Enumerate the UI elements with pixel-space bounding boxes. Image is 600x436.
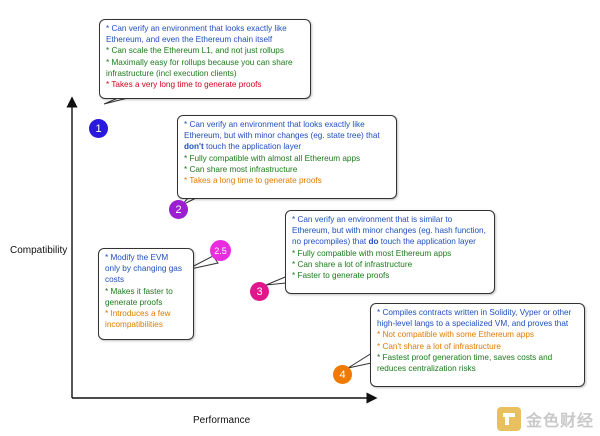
- bubble-4-line: * Compiles contracts written in Solidity…: [377, 308, 572, 317]
- bubble-2-5-line: incompatibilities: [105, 320, 163, 330]
- bubble-3: * Can verify an environment that is simi…: [285, 210, 495, 294]
- bubble-4-line: reduces centralization risks: [377, 364, 476, 374]
- bubble-1: * Can verify an environment that looks e…: [99, 19, 311, 99]
- bubble-1-line: * Can verify an environment that looks e…: [106, 24, 287, 33]
- watermark: 金色财经: [496, 406, 594, 432]
- bubble-2-line: * Can verify an environment that looks e…: [184, 120, 365, 129]
- bold-word: don't: [184, 142, 204, 152]
- bubble-2-5-line: generate proofs: [105, 297, 163, 307]
- bubble-4-line: * Can't share a lot of infrastructure: [377, 341, 501, 351]
- bold-word: do: [368, 237, 379, 247]
- bubble-3-line-rest: touch the application layer: [378, 237, 476, 247]
- bubble-2-line-rest: touch the application layer: [203, 142, 302, 152]
- point-4-marker: 4: [333, 365, 352, 384]
- bubble-2-5: * Modify the EVM only by changing gas co…: [98, 248, 194, 340]
- bubble-4-line: * Not compatible with some Ethereum apps: [377, 330, 535, 340]
- bubble-2-5-line: * Modify the EVM: [105, 253, 169, 262]
- bubble-2-line: * Can share most infrastructure: [184, 164, 298, 174]
- bubble-2-5-line: * Introduces a few: [105, 309, 171, 319]
- bubble-4: * Compiles contracts written in Solidity…: [370, 303, 585, 387]
- bubble-3-line-start: no precompiles) that: [292, 237, 369, 247]
- watermark-logo-icon: [496, 407, 521, 431]
- bubble-2-5-line: only by changing gas: [105, 264, 182, 274]
- bubble-2-5-line: costs: [105, 275, 125, 285]
- x-axis-label: Performance: [193, 415, 251, 426]
- bubble-1-line: * Maximally easy for rollups because you…: [106, 57, 293, 67]
- bubble-2-line: * Takes a long time to generate proofs: [184, 176, 322, 186]
- bubble-1-line: * Takes a very long time to generate pro…: [106, 80, 262, 90]
- bubble-4-line: * Fastest proof generation time, saves c…: [377, 352, 553, 362]
- bubble-3-line: no precompiles) that do touch the applic…: [292, 236, 489, 247]
- bubble-2-line: Ethereum, but with minor changes (eg. st…: [184, 131, 380, 141]
- bubble-1-line: infrastructure (incl execution clients): [106, 68, 237, 78]
- bubble-2-5-line: * Makes it faster to: [105, 286, 173, 296]
- point-2-marker: 2: [169, 200, 188, 219]
- watermark-text: 金色财经: [525, 413, 594, 430]
- bubble-2-line: don't touch the application layer: [184, 141, 391, 152]
- bubble-3-line: * Fully compatible with most Ethereum ap…: [292, 248, 452, 258]
- bubble-3-line: * Faster to generate proofs: [292, 271, 390, 281]
- bubble-2-line: * Fully compatible with almost all Ether…: [184, 153, 361, 163]
- bubble-3-line: * Can verify an environment that is simi…: [292, 215, 453, 224]
- bubble-4-line: high-level langs to a specialized VM, an…: [377, 319, 569, 329]
- point-3-marker: 3: [250, 282, 269, 301]
- bubble-3-line: * Can share a lot of infrastructure: [292, 259, 413, 269]
- y-axis-label: Compatibility: [10, 245, 68, 256]
- bubble-2: * Can verify an environment that looks e…: [177, 115, 397, 199]
- point-2-5-marker: 2.5: [210, 240, 231, 261]
- bubble-3-line: Ethereum, but with minor changes (eg. ha…: [292, 226, 486, 236]
- bubble-1-line: * Can scale the Ethereum L1, and not jus…: [106, 46, 284, 56]
- bubble-1-line: Ethereum, and even the Ethereum chain it…: [106, 35, 273, 45]
- point-1-marker: 1: [89, 119, 108, 138]
